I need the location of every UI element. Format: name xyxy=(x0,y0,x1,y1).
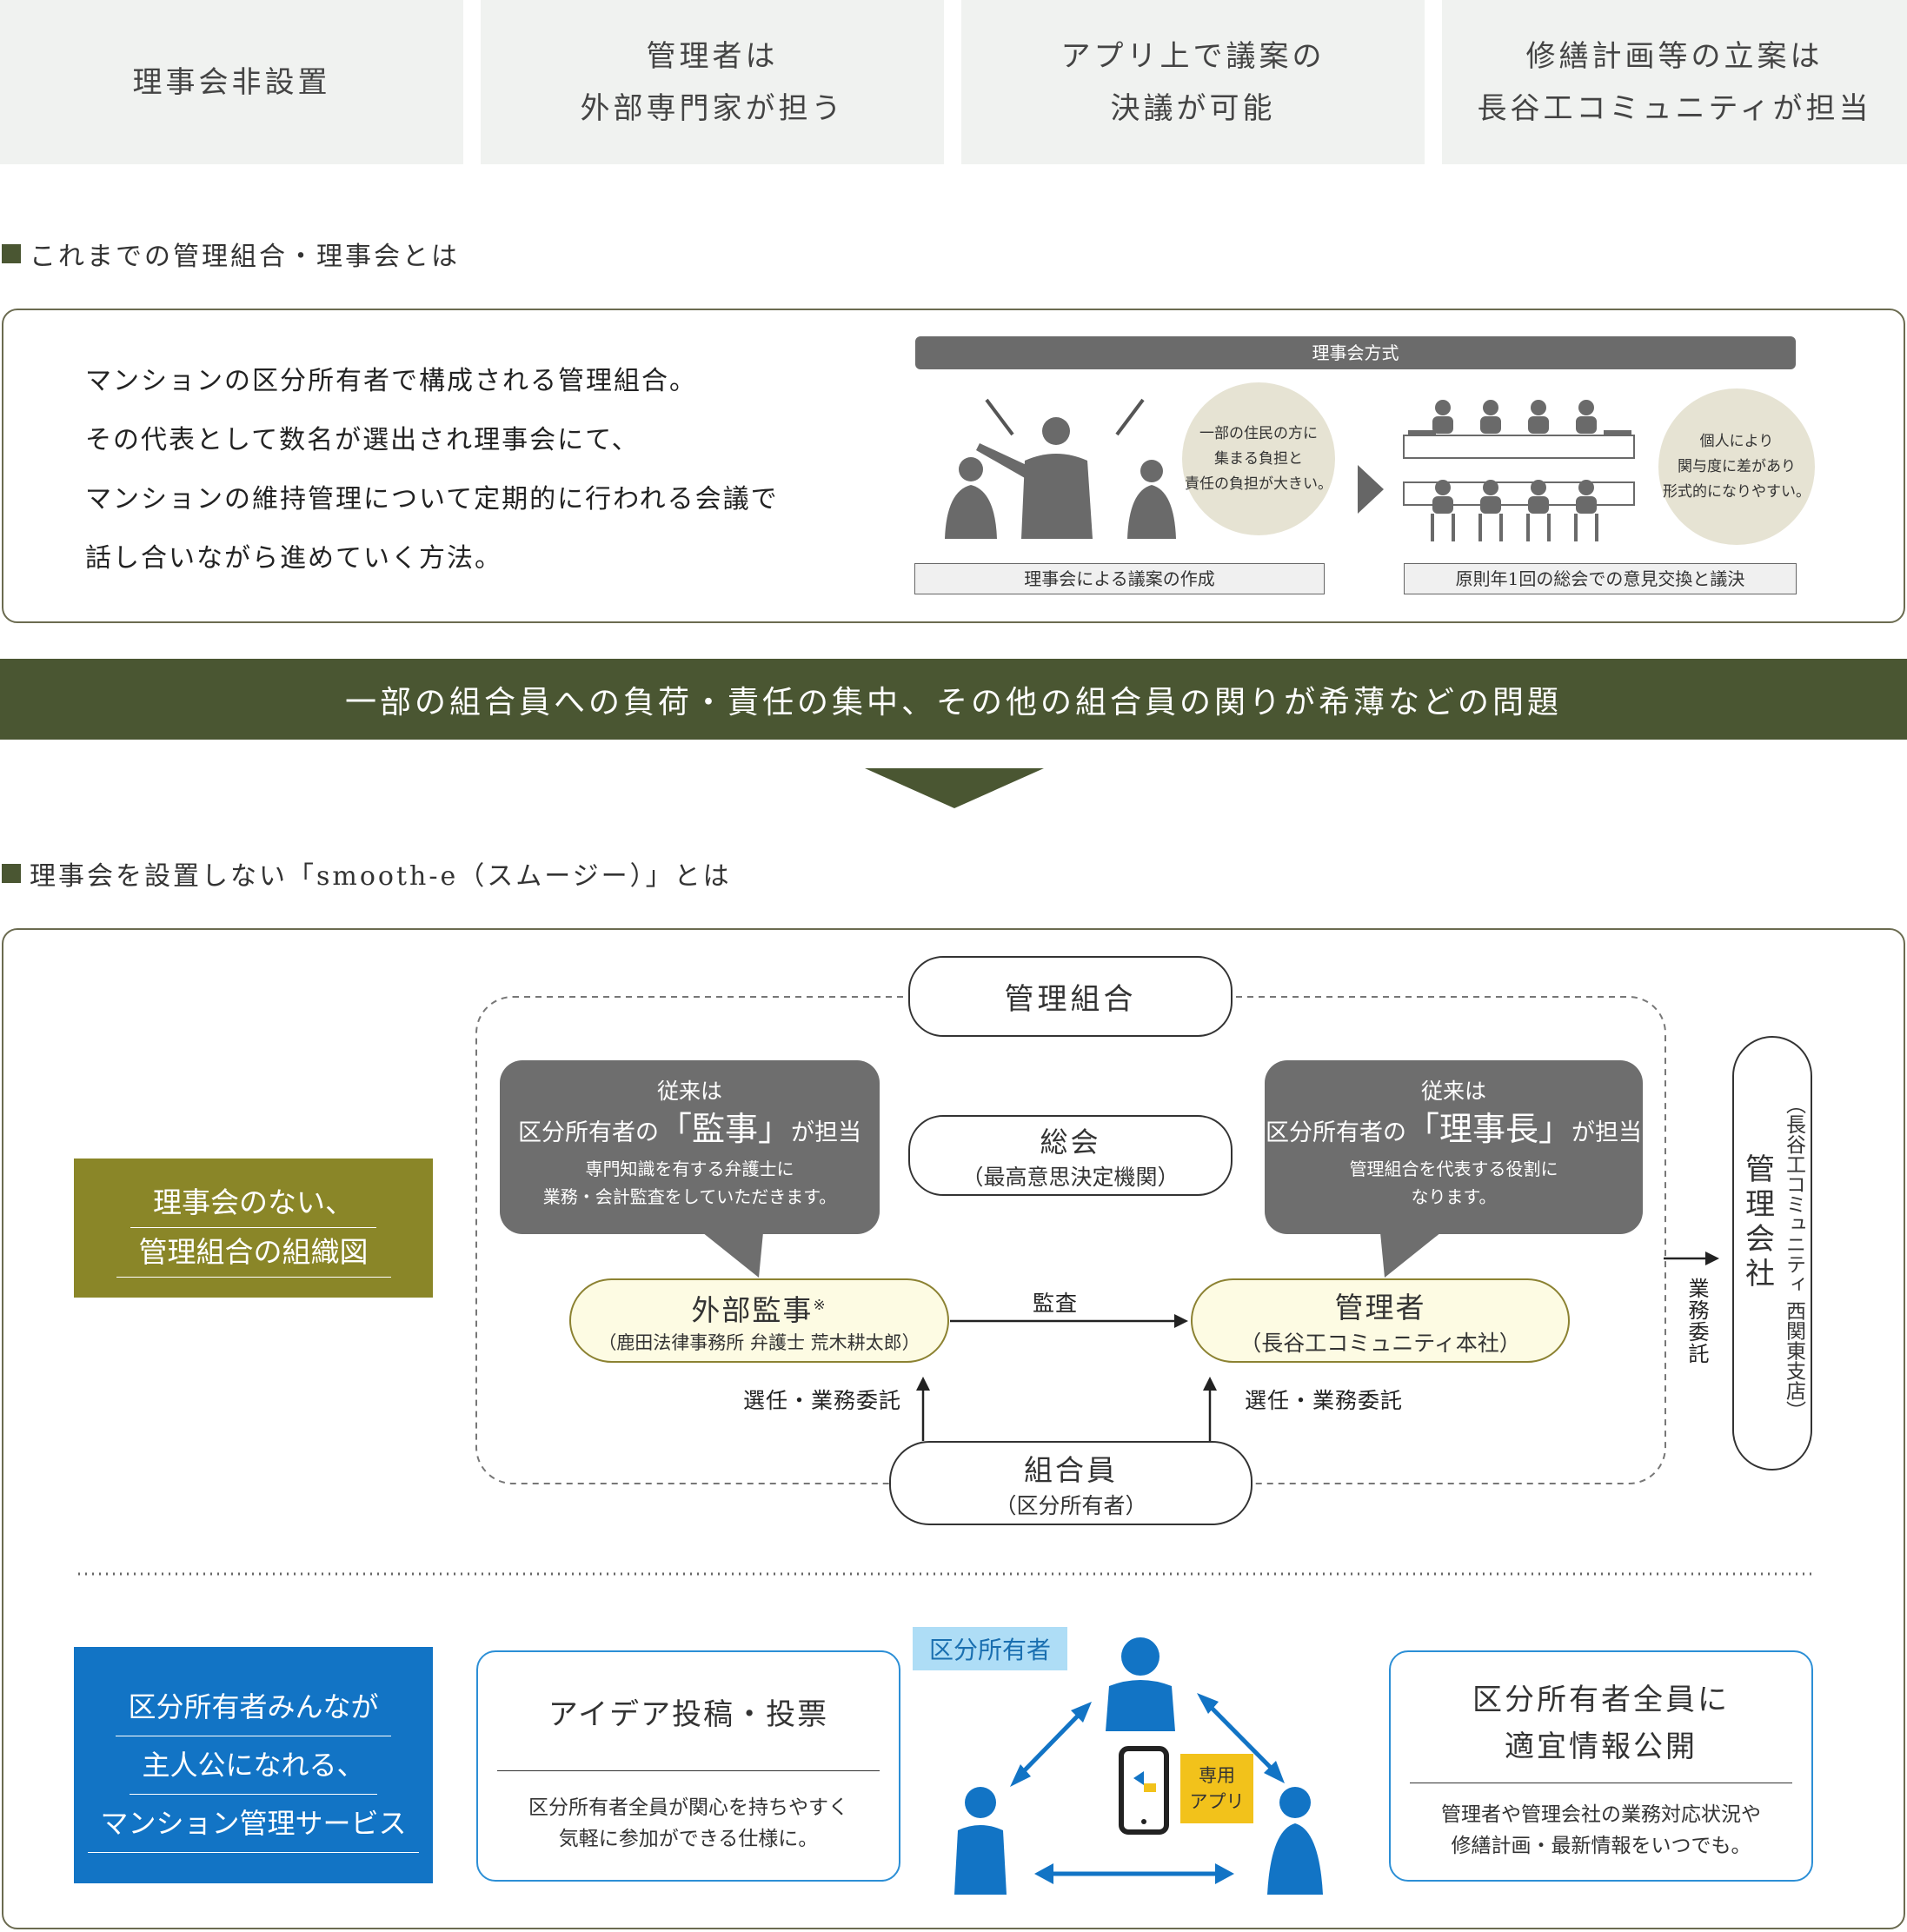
node-sub: （区分所有者） xyxy=(994,1492,1147,1518)
callout-line: 区分所有者の xyxy=(1265,1119,1406,1146)
tag-line: アプリ xyxy=(1189,1791,1245,1812)
label-line: マンション管理サービス xyxy=(88,1795,419,1853)
appoint-label-right: 選任・業務委託 xyxy=(1245,1388,1404,1413)
label-line: 理事会のない、 xyxy=(130,1178,376,1228)
callout-line: なります。 xyxy=(1411,1186,1497,1207)
card-line: 区分所有者全員が関心を持ちやすく xyxy=(528,1796,848,1819)
intro-line: その代表として数名が選出され理事会にて、 xyxy=(85,425,640,455)
bubble-line: 一部の住民の方に xyxy=(1199,424,1318,442)
callout-line: が担当 xyxy=(1571,1119,1642,1146)
feature-tile-4: 修繕計画等の立案は長谷工コミュニティが担当 xyxy=(1442,0,1907,164)
intro-line: マンションの維持管理について定期的に行われる会議で xyxy=(85,484,779,515)
feature-tile-1: 理事会非設置 xyxy=(0,0,463,164)
intro-line: マンションの区分所有者で構成される管理組合。 xyxy=(85,366,697,396)
feature-text: 理事会非設置 xyxy=(132,64,331,100)
bubble-line: 関与度に差があり xyxy=(1678,457,1796,475)
general-meeting-node: 総会 （最高意思決定機関） xyxy=(908,1115,1233,1196)
manager-node: 管理者 （長谷工コミュニティ本社） xyxy=(1191,1278,1570,1363)
bubble-line: 個人により xyxy=(1699,432,1774,450)
management-company-node: 管理会社 （長谷工コミュニティ 西関東支店） xyxy=(1732,1036,1812,1471)
node-title: 総会 xyxy=(1040,1125,1101,1159)
node-title: 外部監事 xyxy=(691,1292,814,1327)
node-title: 管理組合 xyxy=(1004,982,1137,1017)
board-method-title: 理事会方式 xyxy=(915,336,1796,369)
callout-line: 管理組合を代表する役割に xyxy=(1349,1159,1558,1179)
feature-text: 管理者は xyxy=(646,38,779,74)
external-auditor-node: 外部監事※ （鹿田法律事務所 弁護士 荒木耕太郎） xyxy=(569,1278,949,1363)
service-label: 区分所有者みんなが 主人公になれる、 マンション管理サービス xyxy=(74,1647,433,1883)
caption-general-meeting: 原則年1回の総会での意見交換と議決 xyxy=(1404,563,1797,594)
intro-line: 話し合いながら進めていく方法。 xyxy=(85,543,502,574)
members-node: 組合員 （区分所有者） xyxy=(889,1441,1253,1525)
square-bullet-icon xyxy=(2,244,21,263)
callout-tail xyxy=(1380,1232,1441,1278)
card-line: 管理者や管理会社の業務対応状況や xyxy=(1441,1803,1761,1826)
tag-line: 専用 xyxy=(1199,1765,1235,1786)
feature-tile-2: 管理者は外部専門家が担う xyxy=(481,0,944,164)
owners-tag: 区分所有者 xyxy=(913,1627,1067,1670)
label-line: 区分所有者みんなが xyxy=(116,1678,391,1736)
feature-tile-3: アプリ上で議案の決議が可能 xyxy=(961,0,1425,164)
callout-line: 従来は xyxy=(1420,1079,1486,1104)
node-sub: （長谷工コミュニティ本社） xyxy=(1239,1330,1521,1356)
burden-bubble: 一部の住民の方に 集まる負担と 責任の負担が大きい。 xyxy=(1182,382,1335,535)
bubble-line: 責任の負担が大きい。 xyxy=(1185,475,1332,493)
card-line: 修繕計画・最新情報をいつでも。 xyxy=(1451,1835,1751,1857)
manager-callout: 従来は 区分所有者の「理事長」が担当 管理組合を代表する役割に なります。 xyxy=(1265,1060,1643,1234)
callout-emphasis: 「理事長」 xyxy=(1405,1110,1571,1148)
caption-board-proposal: 理事会による議案の作成 xyxy=(914,563,1325,594)
section-heading-2: 理事会を設置しない「smooth-e（スムージー）」とは xyxy=(2,856,732,892)
triangle-arrow-icon xyxy=(1358,465,1384,514)
node-title: 管理者 xyxy=(1334,1290,1426,1325)
label-line: 主人公になれる、 xyxy=(130,1736,377,1795)
app-tag: 専用 アプリ xyxy=(1180,1754,1253,1823)
down-arrow-icon xyxy=(865,768,1044,808)
feature-text: 長谷工コミュニティが担当 xyxy=(1477,90,1872,126)
feature-text: 修繕計画等の立案は xyxy=(1525,38,1824,74)
node-title: 組合員 xyxy=(1024,1452,1118,1487)
callout-line: 業務・会計監査をしていただきます。 xyxy=(542,1186,837,1207)
idea-card: アイデア投稿・投票 区分所有者全員が関心を持ちやすく 気軽に参加ができる仕様に。 xyxy=(476,1650,900,1882)
section-heading-1: これまでの管理組合・理事会とは xyxy=(2,236,460,272)
card-title: 区分所有者全員に xyxy=(1472,1683,1730,1717)
bubble-line: 形式的になりやすい。 xyxy=(1663,482,1811,501)
section-title: これまでの管理組合・理事会とは xyxy=(30,242,460,272)
formality-bubble: 個人により 関与度に差があり 形式的になりやすい。 xyxy=(1658,388,1815,545)
callout-line: 従来は xyxy=(656,1079,722,1104)
callout-line: 専門知識を有する弁護士に xyxy=(585,1159,794,1179)
bubble-line: 集まる負担と xyxy=(1214,449,1303,468)
feature-text: 決議が可能 xyxy=(1110,90,1276,126)
audit-label: 監査 xyxy=(1033,1291,1079,1316)
board-meeting-illustration xyxy=(945,398,1176,539)
node-sub: （長谷工コミュニティ 西関東支店） xyxy=(1782,1094,1805,1421)
card-line: 気軽に参加ができる仕様に。 xyxy=(558,1828,819,1850)
outsource-label: 業務委託 xyxy=(1684,1278,1709,1364)
card-title: アイデア投稿・投票 xyxy=(548,1697,829,1732)
card-title: 適宜情報公開 xyxy=(1505,1730,1698,1764)
org-chart-label: 理事会のない、 管理組合の組織図 xyxy=(74,1159,433,1298)
traditional-board-panel xyxy=(2,309,1905,623)
owners-network-illustration xyxy=(954,1637,1323,1895)
node-sub: （鹿田法律事務所 弁護士 荒木耕太郎） xyxy=(598,1331,920,1353)
info-disclosure-card: 区分所有者全員に 適宜情報公開 管理者や管理会社の業務対応状況や 修繕計画・最新… xyxy=(1389,1650,1813,1882)
feature-text: アプリ上で議案の xyxy=(1060,38,1326,74)
auditor-callout: 従来は 区分所有者の「監事」が担当 専門知識を有する弁護士に 業務・会計監査をし… xyxy=(500,1060,880,1234)
intro-text: マンションの区分所有者で構成される管理組合。 その代表として数名が選出され理事会… xyxy=(85,352,850,588)
node-sub: （最高意思決定機関） xyxy=(961,1164,1179,1190)
feature-text: 外部専門家が担う xyxy=(580,90,845,126)
footnote-mark: ※ xyxy=(813,1296,827,1314)
general-meeting-illustration xyxy=(1403,400,1635,541)
smooth-e-panel xyxy=(2,928,1905,1929)
problem-banner: 一部の組合員への負荷・責任の集中、その他の組合員の関りが希薄などの問題 xyxy=(0,659,1907,740)
callout-tail xyxy=(702,1232,763,1278)
management-union-node: 管理組合 xyxy=(908,956,1233,1037)
callout-emphasis: 「監事」 xyxy=(658,1110,791,1148)
label-line: 管理組合の組織図 xyxy=(116,1228,391,1278)
node-title: 管理会社 xyxy=(1739,1153,1775,1292)
square-bullet-icon xyxy=(2,864,21,883)
section-title: 理事会を設置しない「smooth-e（スムージー）」とは xyxy=(30,861,732,892)
callout-line: が担当 xyxy=(791,1119,861,1146)
appoint-label-left: 選任・業務委託 xyxy=(743,1388,902,1413)
callout-line: 区分所有者の xyxy=(517,1119,659,1146)
